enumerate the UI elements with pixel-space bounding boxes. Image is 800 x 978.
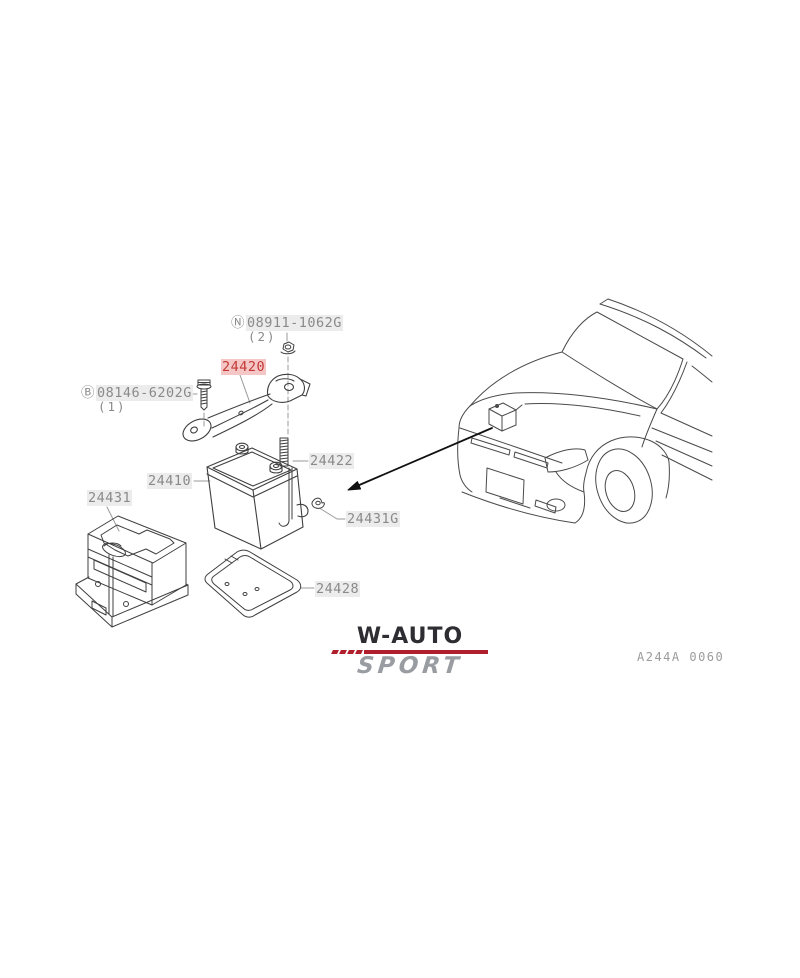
part-label-battery[interactable]: 24410 — [147, 473, 193, 489]
logo-subtitle: SPORT — [355, 653, 465, 679]
nut-drawing — [280, 341, 296, 355]
tray-drawing — [204, 549, 302, 618]
logo-title: W-AUTO — [356, 624, 464, 649]
part-label-cover[interactable]: 24431 — [87, 490, 133, 506]
part-number: 24410 — [147, 473, 193, 489]
part-label-tray[interactable]: 24428 — [315, 581, 361, 597]
part-number: 08146-6202G — [96, 385, 193, 401]
circled-n-symbol: Ⓝ — [231, 315, 245, 331]
part-number: 24428 — [315, 581, 361, 597]
part-number: 08911-1062G — [246, 315, 343, 331]
logo-stripe — [331, 649, 488, 654]
part-qty: (1) — [98, 399, 127, 414]
location-arrow — [347, 427, 493, 491]
car-illustration — [457, 298, 713, 524]
part-label-clip[interactable]: 24431G — [346, 511, 400, 527]
cover-drawing — [75, 515, 189, 628]
part-number: 24431G — [346, 511, 400, 527]
battery-drawing — [206, 442, 309, 550]
leader-lines — [106, 332, 346, 589]
circled-b-symbol: Ⓑ — [81, 385, 95, 401]
part-number: 24422 — [309, 453, 355, 469]
bolt-drawing — [196, 379, 212, 411]
rod-drawing — [278, 437, 293, 527]
part-number: 24431 — [87, 490, 133, 506]
part-qty: (2) — [248, 329, 277, 344]
clip-drawing — [311, 497, 325, 509]
part-label-bracket[interactable]: 24420 — [221, 359, 267, 375]
bracket-drawing — [182, 373, 311, 442]
part-label-rod[interactable]: 24422 — [309, 453, 355, 469]
seller-logo: W-AUTO SPORT — [330, 624, 490, 679]
diagram-sheet-code: A244A 0060 — [637, 650, 725, 664]
part-number-highlighted: 24420 — [221, 359, 267, 375]
